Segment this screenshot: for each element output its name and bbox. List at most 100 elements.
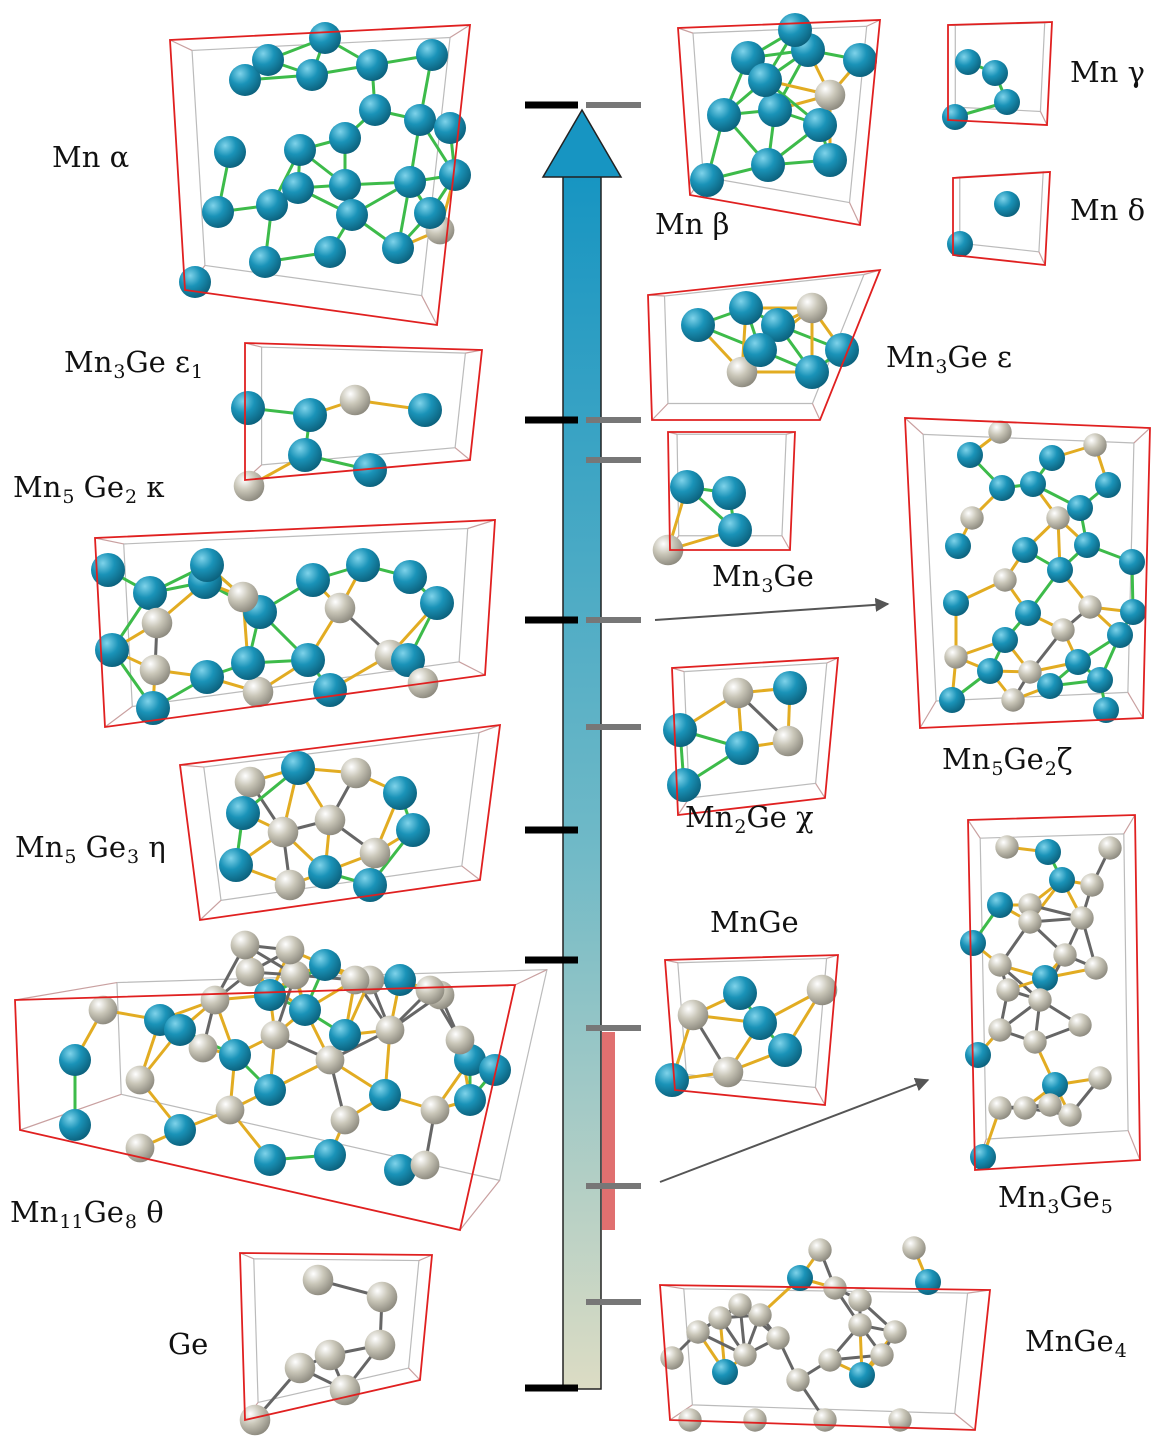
mn-atom: [970, 1144, 996, 1170]
ge-atom: [726, 356, 758, 388]
ge-atom: [993, 568, 1017, 592]
ge-atom: [1080, 873, 1104, 897]
mn-atom: [1119, 549, 1145, 575]
cell-edge: [14, 981, 118, 1001]
mn-atom: [965, 1042, 991, 1068]
cell-edge: [239, 1252, 255, 1260]
ge-atom: [340, 965, 370, 995]
ge-atom: [733, 1343, 757, 1367]
label-mn-delta: Mn δ: [1070, 193, 1146, 227]
cell-front-edges: [244, 342, 484, 481]
ge-atom: [415, 975, 445, 1005]
mn-atom: [825, 333, 859, 367]
ge-atom: [1058, 1103, 1082, 1127]
cell-edge: [418, 1254, 433, 1262]
cell-edge: [408, 1367, 421, 1381]
mn-atom: [1120, 599, 1146, 625]
mn-atom: [396, 813, 430, 847]
ge-atom: [366, 1281, 398, 1313]
ge-atom: [712, 1056, 744, 1088]
mn-atom: [994, 89, 1020, 115]
pointer-arrow-to-mn3ge5: [659, 1077, 930, 1183]
mn-atom: [987, 892, 1013, 918]
mn-atom: [1039, 445, 1065, 471]
cell-edge: [454, 447, 471, 461]
ge-atom: [235, 957, 265, 987]
mn-atom: [309, 949, 341, 981]
label-mn-beta: Mn β: [655, 207, 730, 241]
ge-atom: [686, 1320, 710, 1344]
ge-atom: [743, 1408, 767, 1432]
mn-atom: [758, 93, 792, 127]
ge-atom: [242, 676, 274, 708]
mn-atom: [955, 49, 981, 75]
cell-front-edges: [169, 24, 472, 327]
mn-atom: [313, 673, 347, 707]
ge-atom: [888, 1408, 912, 1432]
ge-atom: [274, 869, 306, 901]
ge-atom: [748, 1303, 772, 1327]
mn-atom: [359, 94, 391, 126]
ge-atom: [88, 995, 118, 1025]
mn-atom: [384, 1154, 416, 1186]
mn-atom: [667, 768, 701, 802]
mn-atom: [843, 43, 877, 77]
ge-atom: [652, 534, 684, 566]
cell-edge: [811, 403, 821, 421]
cell-edge: [104, 706, 133, 728]
mn-atom: [231, 646, 265, 680]
ge-atom: [960, 506, 984, 530]
cell-edge: [848, 202, 861, 226]
cell-front-edges: [667, 431, 796, 551]
mn-atom: [1049, 867, 1075, 893]
label-mn5ge3-eta: Mn5 Ge3 η: [15, 830, 166, 868]
mn-atom: [284, 134, 316, 166]
ge-atom: [141, 607, 173, 639]
mn-atom: [420, 586, 454, 620]
structure-mn11ge8-theta: [14, 930, 548, 1232]
mn-atom: [133, 576, 167, 610]
mn-atom: [849, 1362, 875, 1388]
cell-edge: [781, 535, 791, 551]
ge-atom: [813, 1408, 837, 1432]
ge-atom: [339, 384, 371, 416]
ge-atom: [1098, 836, 1122, 860]
ge-atom: [708, 1306, 732, 1330]
mn-atom: [393, 560, 427, 594]
cell-edge: [967, 819, 981, 839]
mn-atom: [214, 136, 246, 168]
ge-atom: [806, 974, 838, 1006]
mn-atom: [1020, 471, 1046, 497]
mn-atom: [1042, 1072, 1068, 1098]
cell-front-edges: [659, 1284, 991, 1431]
cell-front-edges: [671, 657, 839, 817]
mn-atom: [309, 22, 341, 54]
mn-atom: [219, 848, 253, 882]
mn-atom: [329, 169, 361, 201]
mn-atom: [281, 751, 315, 785]
mn-atom: [256, 189, 288, 221]
mn-atom: [231, 391, 265, 425]
mn-atom: [725, 731, 759, 765]
mn-atom: [773, 671, 807, 705]
cell-edge: [458, 661, 486, 676]
mn-atom: [329, 1019, 361, 1051]
mn-atom: [813, 143, 847, 177]
ge-atom: [883, 1320, 907, 1344]
mn-atom: [787, 1265, 813, 1291]
mn-atom: [977, 658, 1003, 684]
mn-atom: [336, 199, 368, 231]
ge-atom: [1023, 1030, 1047, 1054]
mn-atom: [690, 163, 724, 197]
mn-atom: [681, 308, 715, 342]
ge-atom: [410, 1150, 440, 1180]
ge-atom: [227, 581, 259, 613]
mn-atom: [329, 122, 361, 154]
mn-atom: [288, 438, 322, 472]
ge-atom: [944, 645, 968, 669]
ge-atom: [200, 985, 230, 1015]
mn-atom: [1067, 495, 1093, 521]
mn-atom: [95, 633, 129, 667]
structure-mn5ge2-kappa: [91, 519, 496, 729]
